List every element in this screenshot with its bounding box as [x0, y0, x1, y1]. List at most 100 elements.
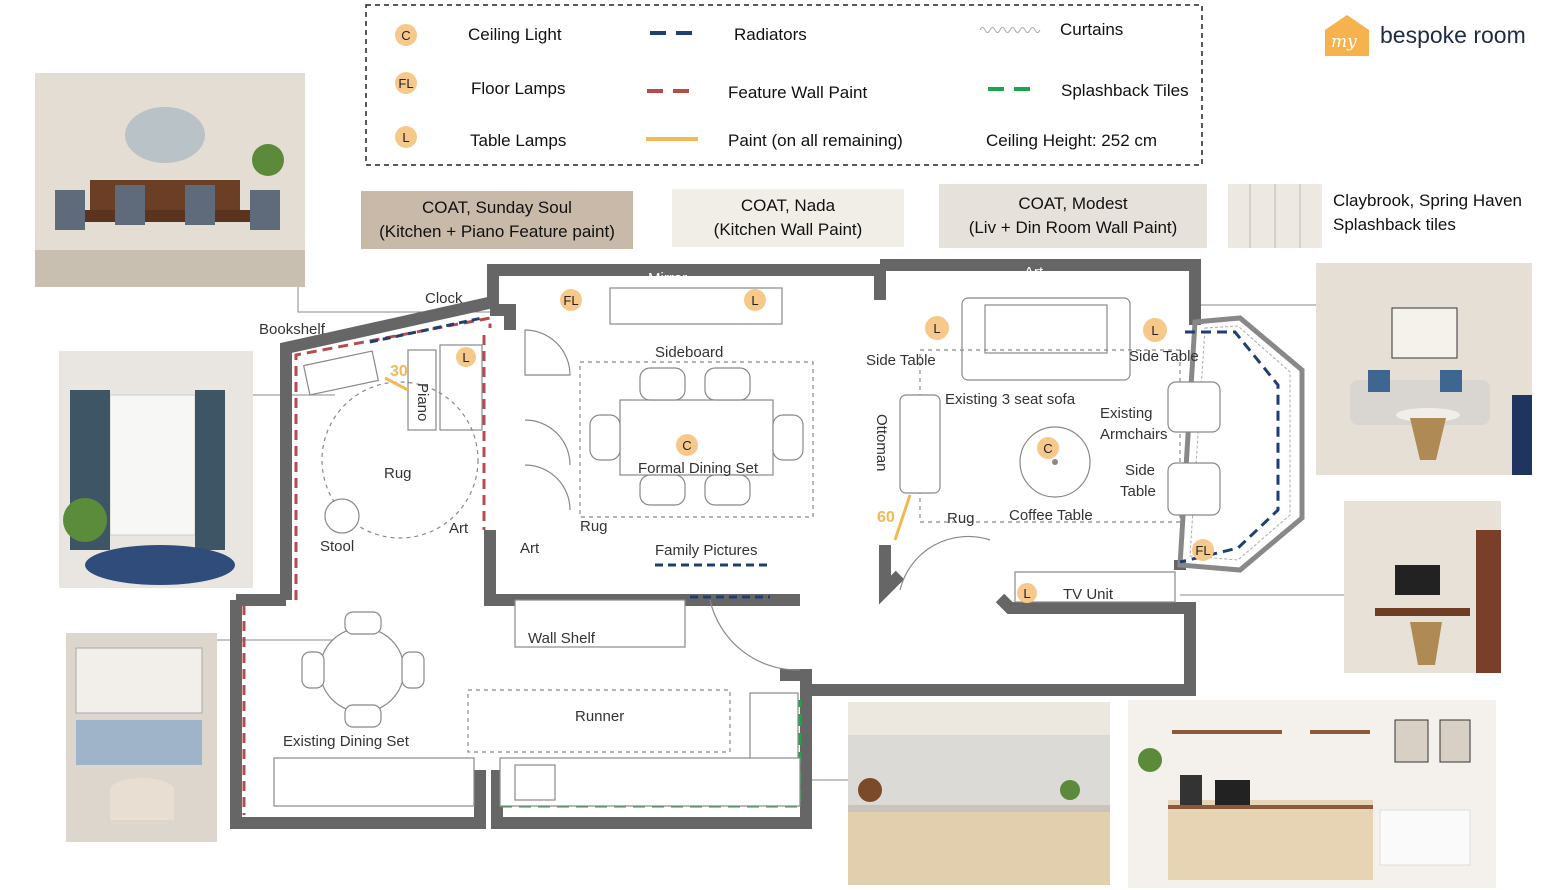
legend-label: Table Lamps — [470, 131, 566, 150]
tile-usage: Splashback tiles — [1333, 215, 1456, 234]
svg-text:L: L — [1151, 323, 1158, 338]
legend-floor-lamps: FL Floor Lamps — [395, 72, 565, 98]
brand-name: bespoke room — [1380, 21, 1526, 48]
brand-logo: my bespoke room — [1322, 12, 1526, 58]
furniture — [273, 287, 1221, 807]
label-art: Art — [1024, 264, 1044, 281]
sink-shape — [514, 764, 556, 801]
label-piano: Piano — [414, 383, 431, 421]
floor-lamp-icon — [1192, 539, 1214, 561]
swatch-usage: (Kitchen + Piano Feature paint) — [379, 222, 615, 241]
label-formal-dining-set: Formal Dining Set — [638, 460, 759, 477]
hob-shape — [749, 692, 799, 762]
ceiling-light-badge-icon — [395, 24, 417, 46]
kitchen-counter-left — [273, 757, 475, 807]
armchair-shape — [1167, 462, 1221, 516]
ceiling-light-icon — [1037, 437, 1059, 459]
ceiling-light-icon — [676, 434, 698, 456]
runner-shape — [467, 689, 731, 753]
label-armchairs: Existing — [1100, 405, 1153, 422]
label-side-table: Side Table — [1129, 348, 1199, 365]
svg-text:L: L — [1023, 586, 1030, 601]
legend-box — [365, 4, 1203, 166]
legend-label: Paint (on all remaining) — [728, 131, 903, 150]
floor-lamp-icon — [560, 289, 582, 311]
badge-text: L — [402, 130, 409, 145]
armchair-shape — [1167, 381, 1221, 433]
wall-shelf-shape — [514, 599, 686, 648]
badge-text: C — [401, 28, 410, 43]
label-coffee-table: Coffee Table — [1009, 507, 1093, 524]
dining-rug-shape — [579, 361, 814, 518]
paint-swatch-modest: COAT, Modest(Liv + Din Room Wall Paint) — [939, 184, 1207, 248]
swatch-usage: (Kitchen Wall Paint) — [713, 220, 863, 239]
legend-label: Curtains — [1060, 20, 1123, 39]
svg-text:L: L — [933, 321, 940, 336]
table-lamp-badge-icon — [395, 126, 417, 148]
label-runner: Runner — [575, 708, 624, 725]
badge-text: FL — [398, 76, 413, 91]
svg-text:L: L — [462, 350, 469, 365]
kitchen-splashback-photo — [848, 702, 1110, 885]
label-sofa: Existing 3 seat sofa — [945, 391, 1076, 408]
label-art: Art — [520, 273, 540, 290]
splashback-tile-sample — [1228, 184, 1322, 248]
ceiling-height: Ceiling Height: 252 cm — [986, 131, 1157, 150]
svg-text:C: C — [1043, 441, 1052, 456]
table-lamp-icon — [456, 347, 476, 367]
house-logo-icon: my — [1325, 15, 1369, 56]
tile-name: Claybrook, Spring Haven — [1333, 191, 1522, 210]
legend-ceiling-light: C Ceiling Light — [395, 24, 562, 46]
label-art: Art — [520, 540, 540, 557]
paint-swatch-sunday-soul: COAT, Sunday Soul(Kitchen + Piano Featur… — [361, 191, 633, 249]
label-stool: Stool — [320, 538, 354, 555]
table-lamp-icon — [1017, 583, 1037, 603]
paint-swatch-nada: COAT, Nada (Kitchen Wall Paint) — [672, 189, 904, 247]
label-side-table: Side Table — [866, 352, 936, 369]
bay-curtains — [1189, 325, 1291, 561]
legend-label: Feature Wall Paint — [728, 83, 867, 102]
curtain-line-icon — [979, 27, 1041, 33]
swatch-usage: (Liv + Din Room Wall Paint) — [968, 218, 1178, 237]
dining-moodboard-photo — [35, 73, 305, 287]
blind-moodboard-photo — [66, 633, 217, 842]
svg-text:FL: FL — [1195, 543, 1210, 558]
label-clock: Clock — [425, 290, 463, 307]
label-sideboard: Sideboard — [655, 344, 723, 361]
legend-label: Floor Lamps — [471, 79, 565, 98]
tv-unit-shape — [1014, 571, 1176, 603]
label-rug: Rug — [947, 510, 975, 527]
plan-labels: Art Mirror Art Clock Bookshelf Piano Rug… — [259, 264, 1199, 750]
radiator-line — [369, 316, 483, 344]
radiator-line — [1179, 330, 1280, 564]
label-tv-unit: TV Unit — [1063, 586, 1114, 603]
swatch-name: COAT, Nada — [740, 196, 836, 215]
label-side-table: Table — [1120, 483, 1156, 500]
tv-moodboard-photo — [1344, 501, 1501, 673]
living-moodboard-photo — [1316, 263, 1532, 475]
label-ottoman: Ottoman — [873, 414, 890, 472]
piano-stool-shape — [407, 349, 437, 431]
legend-table-lamps: L Table Lamps — [395, 126, 566, 150]
svg-text:FL: FL — [563, 293, 578, 308]
ottoman-clearance-arrow — [893, 494, 912, 541]
label-rug: Rug — [580, 518, 608, 535]
ottoman-clearance-dimension: 60 — [877, 509, 895, 526]
plan-light-badges: FL L L C L L C FL L — [456, 289, 1214, 603]
label-bookshelf: Bookshelf — [259, 321, 326, 338]
svg-text:C: C — [682, 438, 691, 453]
piano-clearance-arrow — [384, 376, 409, 392]
table-lamp-icon — [925, 316, 949, 340]
legend-label: Splashback Tiles — [1061, 81, 1189, 100]
table-lamp-icon — [1143, 318, 1167, 342]
label-mirror: Mirror — [648, 270, 687, 287]
label-armchairs: Armchairs — [1100, 426, 1168, 443]
svg-text:L: L — [751, 293, 758, 308]
legend-label: Radiators — [734, 25, 807, 44]
label-rug: Rug — [384, 465, 412, 482]
kitchen-appliances-photo — [1128, 700, 1496, 888]
walls — [230, 259, 1201, 829]
label-art: Art — [449, 520, 469, 537]
piano-clearance-dimension: 30 — [390, 363, 408, 380]
splashback-tiles-label: Claybrook, Spring Haven Splashback tiles — [1333, 189, 1522, 237]
